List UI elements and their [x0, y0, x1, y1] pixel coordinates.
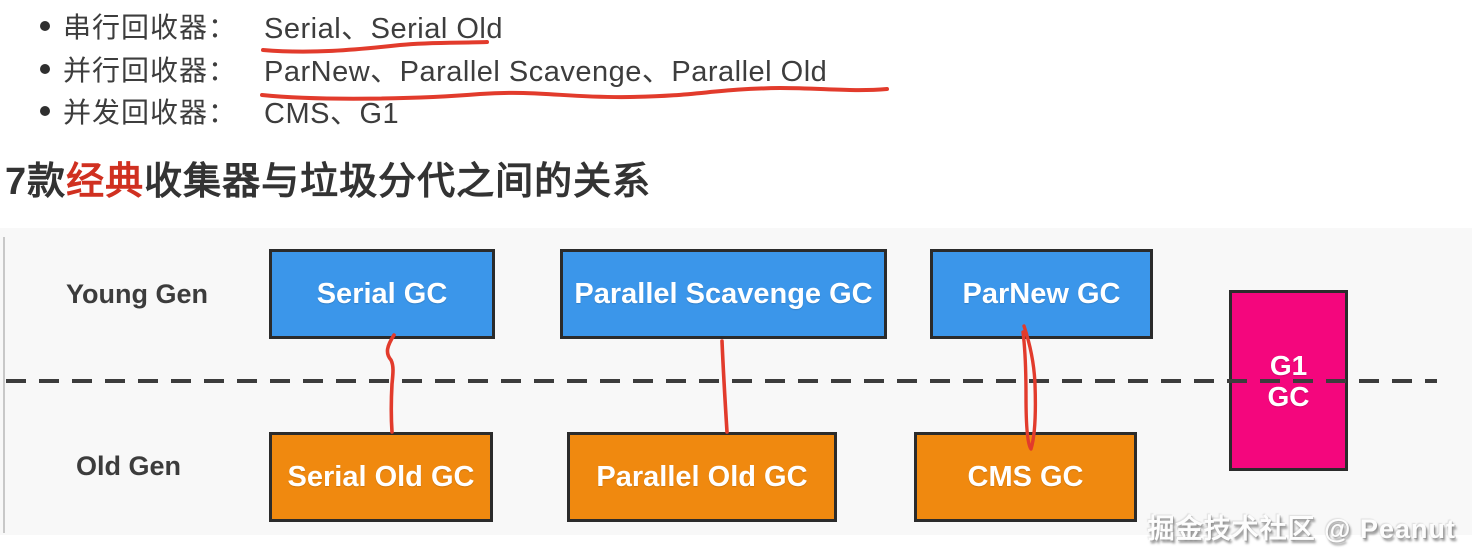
g1-box-line1: G1 [1269, 349, 1308, 381]
generation-divider-dashed-line [6, 379, 1437, 383]
bullet-label: 并行回收器： [63, 55, 238, 86]
bullet-dot-icon [40, 21, 50, 31]
bullet-item-serial: 串行回收器： Serial、Serial Old [40, 9, 503, 45]
young-gen-label: Young Gen [66, 279, 208, 309]
bullet-label: 并发回收器： [63, 97, 238, 128]
old-gen-label: Old Gen [76, 451, 182, 481]
gc-generation-diagram: Young Gen Old Gen Serial GC Parallel Sca… [0, 228, 1472, 535]
g1-box-line2: GC [1267, 380, 1310, 412]
bullet-item-parallel: 并行回收器： ParNew、Parallel Scavenge、Parallel… [40, 52, 827, 88]
parallel-scavenge-gc-box: Parallel Scavenge GC [560, 249, 887, 339]
section-title-highlight: 经典 [66, 161, 145, 203]
watermark: 掘金技术社区 @ Peanut [1147, 514, 1456, 544]
section-title: 7款经典收集器与垃圾分代之间的关系 [5, 150, 651, 205]
bullet-value: ParNew、Parallel Scavenge、Parallel Old [264, 56, 828, 88]
bullet-label: 串行回收器： [63, 12, 238, 43]
bullet-dot-icon [40, 106, 50, 116]
bullet-value: CMS、G1 [264, 98, 400, 130]
bullet-item-concurrent: 并发回收器： CMS、G1 [40, 94, 399, 130]
serial-old-gc-box: Serial Old GC [269, 432, 493, 522]
bullet-value: Serial、Serial Old [264, 13, 503, 45]
parnew-gc-box: ParNew GC [930, 249, 1153, 339]
serial-gc-box: Serial GC [269, 249, 495, 339]
panel-left-edge [3, 237, 5, 533]
section-title-suffix: 收集器与垃圾分代之间的关系 [144, 161, 652, 203]
parallel-old-gc-box: Parallel Old GC [567, 432, 837, 522]
bullet-dot-icon [40, 64, 50, 74]
cms-gc-box: CMS GC [914, 432, 1137, 522]
section-title-prefix: 7款 [5, 161, 67, 203]
